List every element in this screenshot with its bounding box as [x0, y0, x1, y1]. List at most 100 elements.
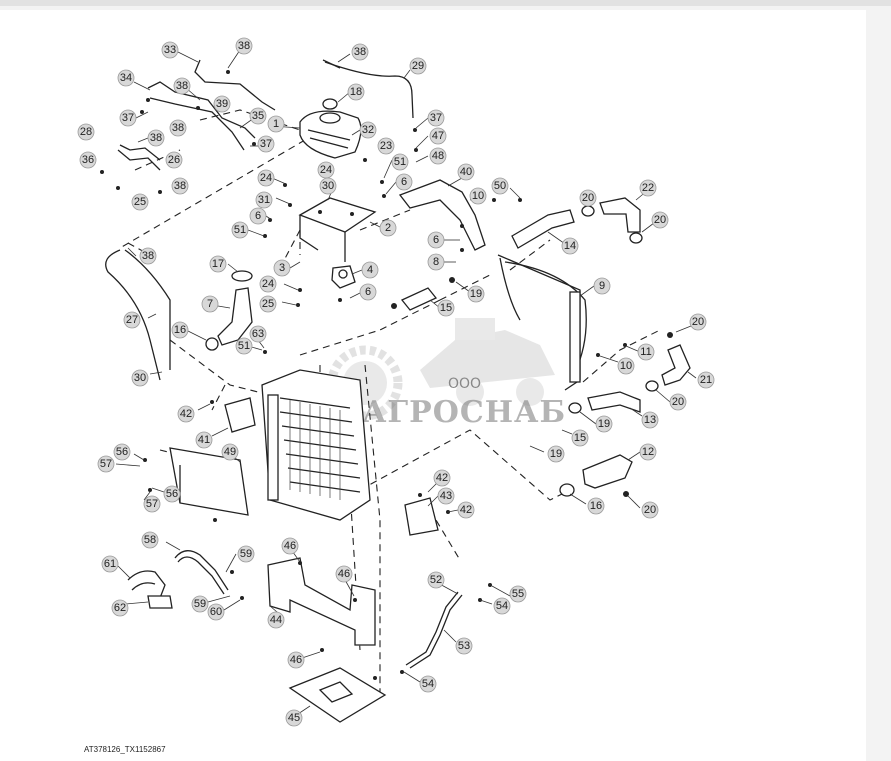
callout: 9	[593, 277, 611, 295]
hose-58-inner	[177, 556, 225, 595]
callout: 19	[467, 285, 485, 303]
svg-text:39: 39	[216, 98, 228, 110]
svg-text:21: 21	[700, 374, 712, 386]
callout: 61	[101, 555, 119, 573]
hose-clamp	[568, 402, 582, 414]
callout: 29	[409, 57, 427, 75]
callout: 44	[267, 611, 285, 629]
svg-text:37: 37	[122, 112, 134, 124]
svg-text:9: 9	[599, 280, 605, 292]
svg-text:7: 7	[207, 298, 213, 310]
svg-text:46: 46	[290, 654, 302, 666]
svg-text:37: 37	[260, 138, 272, 150]
figure-identifier: AT378126_TX1152867	[84, 745, 166, 754]
svg-text:35: 35	[252, 110, 264, 122]
svg-text:56: 56	[166, 488, 178, 500]
svg-text:32: 32	[362, 124, 374, 136]
svg-text:42: 42	[436, 472, 448, 484]
svg-text:2: 2	[385, 222, 391, 234]
callout: 15	[571, 429, 589, 447]
callout: 57	[97, 455, 115, 473]
svg-text:24: 24	[320, 164, 332, 176]
svg-text:48: 48	[432, 150, 444, 162]
callout: 14	[561, 237, 579, 255]
svg-text:13: 13	[644, 414, 656, 426]
hose-61-inner	[131, 582, 156, 591]
svg-text:61: 61	[104, 558, 116, 570]
callout: 24	[259, 275, 277, 293]
callout: 11	[637, 343, 655, 361]
callout: 16	[171, 321, 189, 339]
svg-text:6: 6	[255, 210, 261, 222]
svg-text:10: 10	[472, 190, 484, 202]
callout: 59	[237, 545, 255, 563]
callout: 4	[361, 261, 379, 279]
coolant-tube-53-inner	[405, 591, 459, 666]
svg-text:28: 28	[80, 126, 92, 138]
svg-text:6: 6	[365, 286, 371, 298]
svg-text:25: 25	[262, 298, 274, 310]
svg-text:34: 34	[120, 72, 132, 84]
callout: 28	[77, 123, 95, 141]
svg-text:11: 11	[640, 346, 651, 358]
callout: 37	[119, 109, 137, 127]
callout: 38	[173, 77, 191, 95]
coolant-hose-12	[582, 454, 633, 489]
hose-61	[127, 570, 166, 601]
callout: 59	[191, 595, 209, 613]
side-panel	[169, 447, 249, 516]
watermark-company-name: АГРОСНАБ	[362, 395, 566, 430]
callout: 42	[177, 405, 195, 423]
callout: 6	[395, 173, 413, 191]
callout: 53	[455, 637, 473, 655]
callout: 34	[117, 69, 135, 87]
svg-text:41: 41	[198, 434, 210, 446]
coolant-hose-22	[599, 197, 641, 233]
callout: 19	[595, 415, 613, 433]
svg-text:6: 6	[433, 234, 439, 246]
svg-text:17: 17	[212, 258, 224, 270]
callout: 51	[231, 221, 249, 239]
fan-shroud	[497, 254, 587, 391]
svg-text:30: 30	[322, 180, 334, 192]
callout: 38	[235, 37, 253, 55]
hose-clamp	[645, 380, 659, 392]
svg-text:22: 22	[642, 182, 654, 194]
svg-text:49: 49	[224, 446, 236, 458]
scroll-gutter	[866, 10, 891, 761]
coolant-tube-53	[409, 594, 463, 669]
callout: 24	[257, 169, 275, 187]
callout: 42	[433, 469, 451, 487]
svg-text:53: 53	[458, 640, 470, 652]
callout: 24	[317, 161, 335, 179]
svg-text:59: 59	[240, 548, 252, 560]
bracket-43	[404, 497, 439, 536]
svg-text:23: 23	[380, 140, 392, 152]
svg-text:24: 24	[260, 172, 272, 184]
base-plate	[288, 667, 387, 723]
hose-clamp	[629, 232, 643, 244]
callout: 20	[669, 393, 687, 411]
callout: 40	[457, 163, 475, 181]
hose-end	[322, 59, 341, 69]
level-sensor	[331, 265, 356, 289]
callout: 51	[235, 337, 253, 355]
callout: 12	[639, 443, 657, 461]
callout: 50	[491, 177, 509, 195]
callout: 54	[493, 597, 511, 615]
hose-clamp	[581, 205, 595, 217]
callout: 38	[169, 119, 187, 137]
svg-text:18: 18	[350, 86, 362, 98]
svg-text:50: 50	[494, 180, 506, 192]
svg-text:51: 51	[394, 156, 406, 168]
callout: 20	[651, 211, 669, 229]
callout: 32	[359, 121, 377, 139]
callout: 51	[391, 153, 409, 171]
drain-hose-inner	[124, 249, 171, 370]
callout: 1	[267, 115, 285, 133]
callout: 55	[509, 585, 527, 603]
fitting-15	[400, 287, 438, 311]
svg-text:27: 27	[126, 314, 138, 326]
svg-text:60: 60	[210, 606, 222, 618]
